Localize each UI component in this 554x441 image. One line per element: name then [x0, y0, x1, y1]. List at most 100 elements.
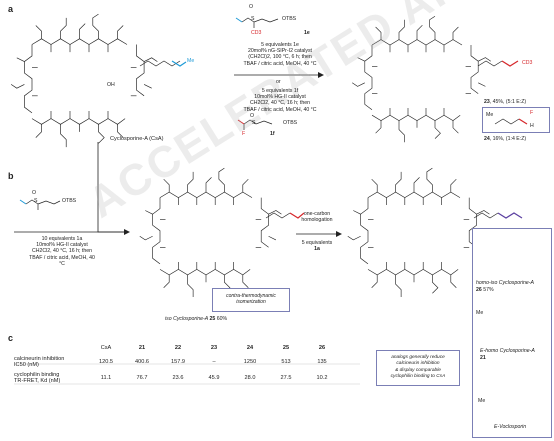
homo-iso-yield: 57% [481, 287, 494, 293]
reagent-1f-o: O [250, 113, 255, 119]
product-24-structure [494, 118, 528, 125]
table-cell: 400.6 [135, 359, 149, 365]
product-23-label: 23, 45%, (5:1 E:Z) [484, 99, 526, 105]
product-structure-a [351, 15, 492, 143]
reagent-1a-structure [25, 199, 61, 210]
table-header: 21 [138, 345, 146, 351]
homo-iso-structure [347, 167, 490, 298]
binding-table: CsA 21 22 23 24 25 26 calcineurin inhibi… [14, 342, 340, 386]
csa-side-chain [139, 60, 181, 67]
product-24-label: 24, 16%, (1:4 E:Z) [484, 136, 526, 142]
reagent-1a-o: O [32, 190, 37, 196]
reagent-1e-id: 1e [304, 30, 310, 36]
homologation-line: one-carbon [303, 211, 331, 217]
product-23-cd3: CD3 [522, 60, 533, 66]
conditions-top-line: 20mol% nG-SIPr-I2 catalyst [247, 48, 312, 55]
row-label-line: TR-FRET, Kd (nM) [14, 378, 61, 384]
homologation-line: homologation [301, 217, 333, 224]
table-cell: 1250 [243, 359, 257, 365]
conditions-bottom-line: CH2Cl2, 40 °C, 16 h; then [249, 100, 311, 107]
conditions-top-line: TBAF / citric acid, MeOH, 40 °C [243, 60, 317, 67]
table-cell: 45.9 [208, 375, 220, 381]
iso-csa-number: 25 [209, 316, 216, 322]
product-24-box: Me F H [482, 107, 550, 133]
csa-side-chain-alkene [171, 60, 187, 67]
voclosporin-name: E-Voclosporin [494, 424, 527, 430]
iso-csa-yield: 60% [215, 316, 228, 322]
conditions-top-line: 5 equivalents 1e [261, 42, 299, 48]
product-24-me: Me [486, 112, 494, 118]
conditions-top: 5 equivalents 1e 20mol% nG-SIPr-I2 catal… [228, 42, 332, 67]
table-cell: 76.7 [136, 375, 148, 381]
conditions-b-line: TBAF / citric acid, MeOH, 40 [29, 254, 95, 261]
product-24-number: 24 [484, 136, 490, 142]
row-label-line: IC50 (nM) [14, 362, 39, 368]
reagent-1f-s: S [252, 120, 256, 126]
e-homo-name: E-homo Cyclosporine-A [480, 348, 535, 354]
e-homo-number: 21 [480, 355, 486, 361]
product-side-chain [477, 60, 503, 67]
reagent-1e-cd3: CD3 [251, 30, 262, 36]
table-cell: 10.2 [316, 375, 328, 381]
table-header: 22 [174, 345, 182, 351]
reagent-1e-s: S [251, 16, 255, 22]
conditions-bottom-line: 10mol% HG-II catalyst [254, 94, 306, 101]
conditions-b-line: CH2Cl2, 40 °C, 16 h; then [31, 248, 93, 255]
reagent-1f-structure [243, 119, 273, 130]
table-cell: 120.5 [99, 359, 113, 365]
conditions-top-line: (CH2Cl)2, 100 °C, 6 h; then [248, 54, 312, 61]
conditions-b-line: 10 equivalents 1a [41, 236, 83, 242]
flow-line-b [97, 142, 128, 233]
homo-iso-number: 26 [476, 287, 482, 293]
panel-label-b: b [8, 171, 14, 181]
conditions-b-line: °C [59, 260, 65, 267]
product-23-yield: , 45%, (5:1 E:Z) [489, 99, 527, 105]
row-label-line: calcineurin inhibition [14, 355, 65, 362]
table-header: 24 [246, 345, 254, 351]
product-24-f: F [530, 110, 534, 116]
reagent-1e-o: O [249, 4, 254, 10]
data-table: CsA 21 22 23 24 25 26 calcineurin inhibi… [14, 342, 340, 386]
table-cell: 11.1 [100, 375, 112, 381]
iso-csa-name: iso Cyclosporine-A [165, 316, 210, 322]
table-header: 26 [318, 345, 326, 351]
conditions-b: 10 equivalents 1a 10mol% HG-II catalyst … [10, 236, 114, 267]
csa-oh: OH [107, 82, 115, 88]
table-header: CsA [100, 345, 112, 351]
product-23-number: 23 [484, 99, 490, 105]
table-cell: 27.5 [280, 375, 292, 381]
isomerization-note-line: isomerization [236, 299, 266, 306]
reagent-1f-otbs: OTBS [283, 120, 298, 126]
analog-note: analogs generally reduce calcineurin inh… [376, 350, 460, 386]
iso-csa-label: iso Cyclosporine-A 25 60% [165, 316, 227, 322]
table-header [14, 342, 88, 354]
reagent-1e-otbs: OTBS [282, 16, 297, 22]
product-24-h: H [530, 123, 534, 129]
conditions-bottom: 5 equivalents 1f 10mol% HG-II catalyst C… [228, 88, 332, 113]
side-chain-comparison-box [472, 228, 552, 438]
isomerization-note-line: contra-thermodynamic [226, 293, 276, 299]
table-cell: 23.6 [172, 375, 184, 381]
table-cell: 157.9 [171, 359, 185, 365]
homologation-line: 1a [314, 246, 320, 253]
analog-note-line: cyclophilin binding to CsA [390, 374, 446, 380]
table-cell: 513 [281, 359, 291, 365]
or-label: or [276, 79, 281, 85]
reagent-1a-s: S [34, 198, 38, 204]
conditions-bottom-line: 5 equivalents 1f [261, 88, 299, 94]
product-24-yield: , 16%, (1:4 E:Z) [489, 136, 527, 142]
homologation-line: 5 equivalents [301, 240, 333, 246]
homo-iso-name: homo-iso Cyclosporine-A [476, 280, 534, 286]
row-label-line: cyclophilin binding [14, 371, 60, 378]
panel-label-c: c [8, 333, 14, 343]
reagent-1f-f: F [242, 131, 246, 137]
homologation-bottom: 5 equivalents 1a [290, 240, 344, 252]
isomerization-note: contra-thermodynamic isomerization [212, 288, 290, 312]
reagent-1e-structure [241, 17, 279, 28]
iso-csa-structure [139, 167, 282, 298]
